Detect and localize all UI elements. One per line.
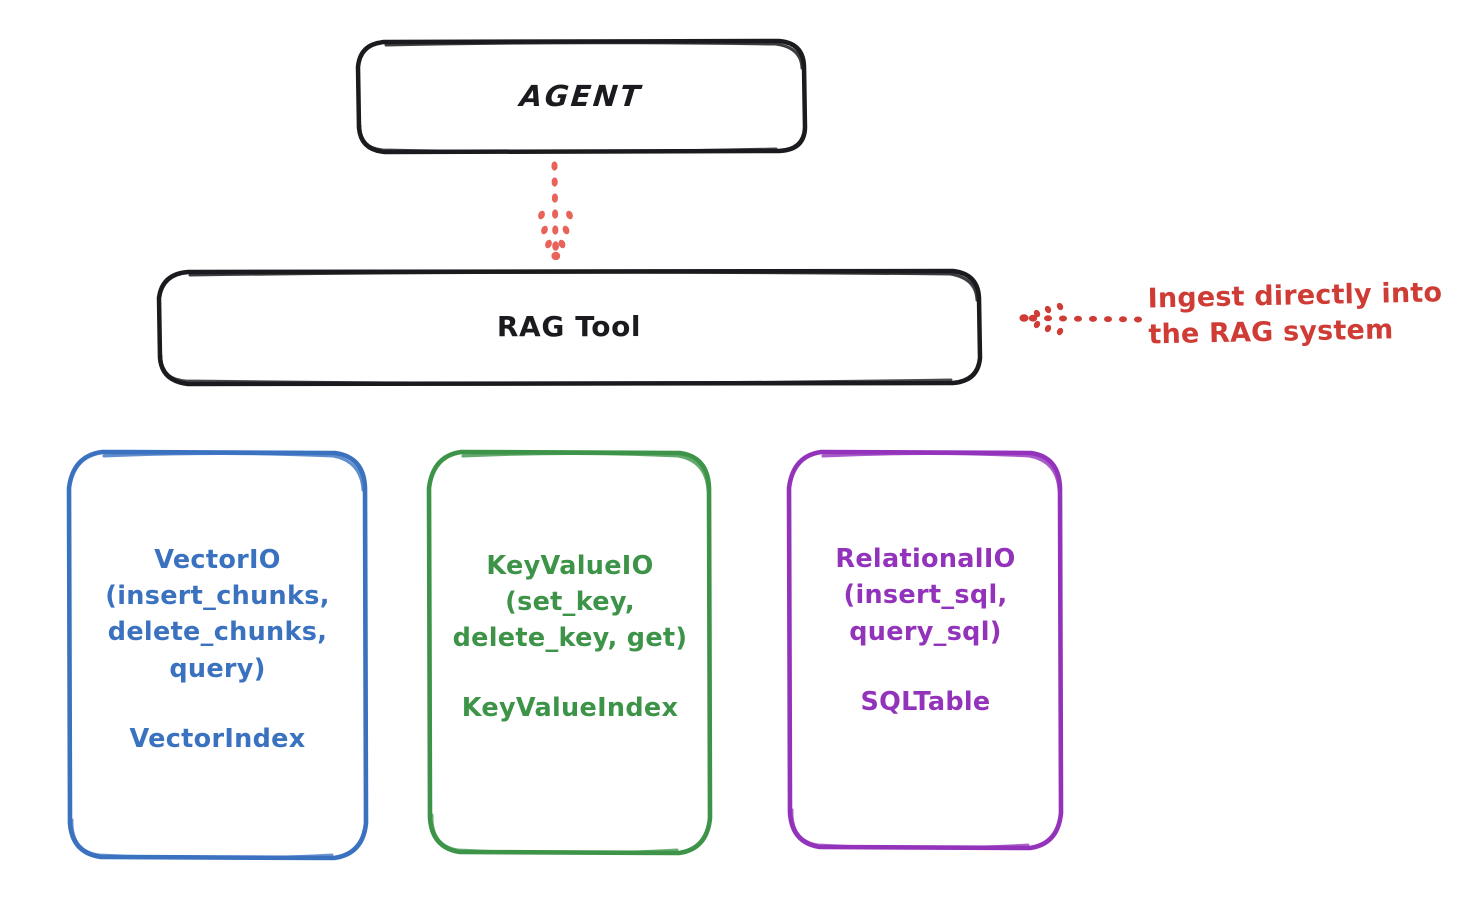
connector-agent-to-rag-tool	[538, 161, 573, 261]
key-value-io-primary-label: KeyValueIO (set_key, delete_key, get)	[452, 550, 688, 653]
relational-io-text-stack: RelationalIO (insert_sql, query_sql) SQL…	[835, 541, 1015, 720]
relational-io-primary-label: RelationalIO (insert_sql, query_sql)	[835, 544, 1016, 647]
relational-io-secondary-label: SQLTable	[860, 686, 991, 717]
node-vector-io[interactable]: VectorIO (insert_chunks, delete_chunks, …	[65, 448, 370, 863]
connector-ingest-to-rag-tool	[1019, 302, 1142, 336]
node-agent[interactable]: AGENT	[355, 38, 808, 155]
vector-io-secondary-label: VectorIndex	[129, 723, 306, 754]
key-value-io-text-stack: KeyValueIO (set_key, delete_key, get) Ke…	[453, 548, 688, 727]
node-relational-io[interactable]: RelationalIO (insert_sql, query_sql) SQL…	[785, 448, 1066, 853]
node-rag-tool[interactable]: RAG Tool	[155, 268, 983, 387]
annotation-ingest-directly: Ingest directly into the RAG system	[1147, 277, 1443, 351]
rag-tool-label: RAG Tool	[496, 310, 642, 344]
node-key-value-io[interactable]: KeyValueIO (set_key, delete_key, get) Ke…	[425, 448, 715, 858]
vector-io-primary-label: VectorIO (insert_chunks, delete_chunks, …	[105, 544, 330, 684]
vector-io-text-stack: VectorIO (insert_chunks, delete_chunks, …	[105, 542, 329, 757]
agent-label: AGENT	[518, 78, 644, 113]
key-value-io-secondary-label: KeyValueIndex	[461, 693, 679, 724]
